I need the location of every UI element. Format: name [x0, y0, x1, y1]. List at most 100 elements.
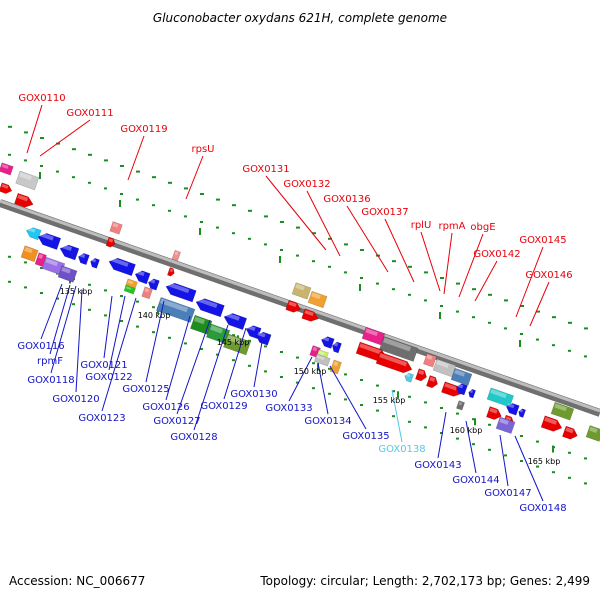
gene-feature [375, 351, 413, 374]
gene-features [0, 162, 600, 442]
guide-dot [24, 131, 28, 134]
guide-dot [472, 316, 475, 319]
gene-feature [0, 162, 14, 176]
guide-dot [280, 249, 283, 251]
gene-feature [171, 249, 181, 262]
label-leader [26, 104, 43, 154]
gene-feature [332, 341, 342, 354]
guide-dot [456, 310, 459, 313]
guide-dot [264, 345, 267, 348]
label-leader [391, 389, 403, 443]
guide-dot [488, 448, 491, 451]
guide-dot [88, 283, 91, 286]
gene-label-bottom: GOX0129 [200, 401, 247, 412]
guide-dot [72, 148, 76, 151]
guide-dot [312, 232, 316, 235]
guide-dot [168, 181, 172, 184]
gene-feature [495, 416, 516, 434]
guide-dot [376, 282, 379, 285]
label-leader [329, 365, 367, 430]
guide-dot [568, 321, 572, 324]
gene-feature [37, 232, 62, 250]
gene-label-top: GOX0132 [283, 179, 330, 190]
guide-dot [312, 387, 315, 390]
guide-dot [8, 255, 11, 258]
guide-dot [24, 261, 27, 264]
guide-dot [328, 265, 331, 268]
gene-feature [141, 286, 153, 300]
label-leader [223, 327, 247, 400]
guide-dot [8, 280, 11, 283]
genome-backbone [0, 199, 600, 417]
gene-label-top: GOX0119 [120, 124, 167, 135]
guide-dot [296, 254, 299, 257]
gene-label-bottom: GOX0133 [265, 403, 312, 414]
gene-feature [506, 403, 520, 416]
guide-dot [120, 320, 123, 322]
guide-dot [248, 364, 251, 367]
guide-dot [504, 327, 507, 330]
gene-feature [426, 375, 438, 389]
guide-dot [328, 237, 332, 240]
gene-feature [379, 336, 419, 362]
guide-dot [536, 310, 540, 313]
guide-dot [568, 451, 571, 454]
gene-label-top: GOX0142 [473, 249, 520, 260]
label-leader [108, 295, 126, 371]
guide-dot [56, 297, 59, 300]
guide-dot [392, 390, 395, 393]
guide-dot [584, 355, 587, 358]
guide-dot [472, 288, 476, 291]
gene-feature [59, 243, 80, 261]
gene-feature [167, 267, 175, 277]
guide-dot [280, 376, 283, 378]
guide-dot [424, 299, 427, 302]
gene-feature [0, 182, 13, 194]
gene-feature [20, 245, 39, 263]
label-leader [529, 281, 550, 327]
label-leaders [26, 104, 550, 502]
guide-dot [200, 221, 203, 223]
label-leader [49, 284, 71, 355]
label-leader [253, 341, 263, 388]
guide-dot [552, 316, 556, 319]
gene-label-bottom: GOX0125 [122, 384, 169, 395]
gene-feature [285, 299, 301, 313]
guide-dot [552, 344, 555, 347]
guide-dot [216, 226, 219, 229]
guide-dot [136, 198, 139, 201]
gene-label-bottom: GOX0135 [342, 431, 389, 442]
gene-feature [456, 383, 468, 396]
gene-label-bottom: GOX0116 [17, 341, 64, 352]
label-leader [458, 233, 484, 298]
guide-dot [488, 293, 492, 296]
gene-label-bottom: GOX0143 [414, 460, 461, 471]
gene-label-bottom: GOX0121 [80, 360, 127, 371]
guide-dot [8, 125, 12, 128]
guide-dot [72, 176, 75, 179]
guide-dot [24, 286, 27, 289]
guide-dot [136, 300, 139, 303]
guide-dot [296, 381, 299, 384]
gene-label-bottom: GOX0126 [142, 402, 189, 413]
guide-dot [88, 308, 91, 311]
guide-dot [232, 232, 235, 235]
guide-dot [408, 293, 411, 296]
strand-guides [8, 125, 588, 485]
guide-dot [584, 482, 587, 485]
label-leader [185, 155, 204, 200]
map-title: Gluconobacter oxydans 621H, complete gen… [153, 11, 447, 25]
label-leader [193, 324, 229, 431]
guide-dot [440, 305, 443, 307]
guide-dot [344, 243, 348, 246]
gene-label-bottom: GOX0130 [230, 389, 277, 400]
gene-label-top: GOX0146 [525, 270, 572, 281]
guide-dot [520, 460, 523, 462]
guide-dot [488, 423, 491, 426]
gene-label-top: GOX0145 [519, 235, 566, 246]
guide-dot [40, 267, 43, 269]
gene-label-bottom: GOX0122 [85, 372, 132, 383]
label-leader [127, 135, 145, 181]
gene-label-top: GOX0111 [66, 108, 113, 119]
guide-dot [104, 187, 107, 190]
